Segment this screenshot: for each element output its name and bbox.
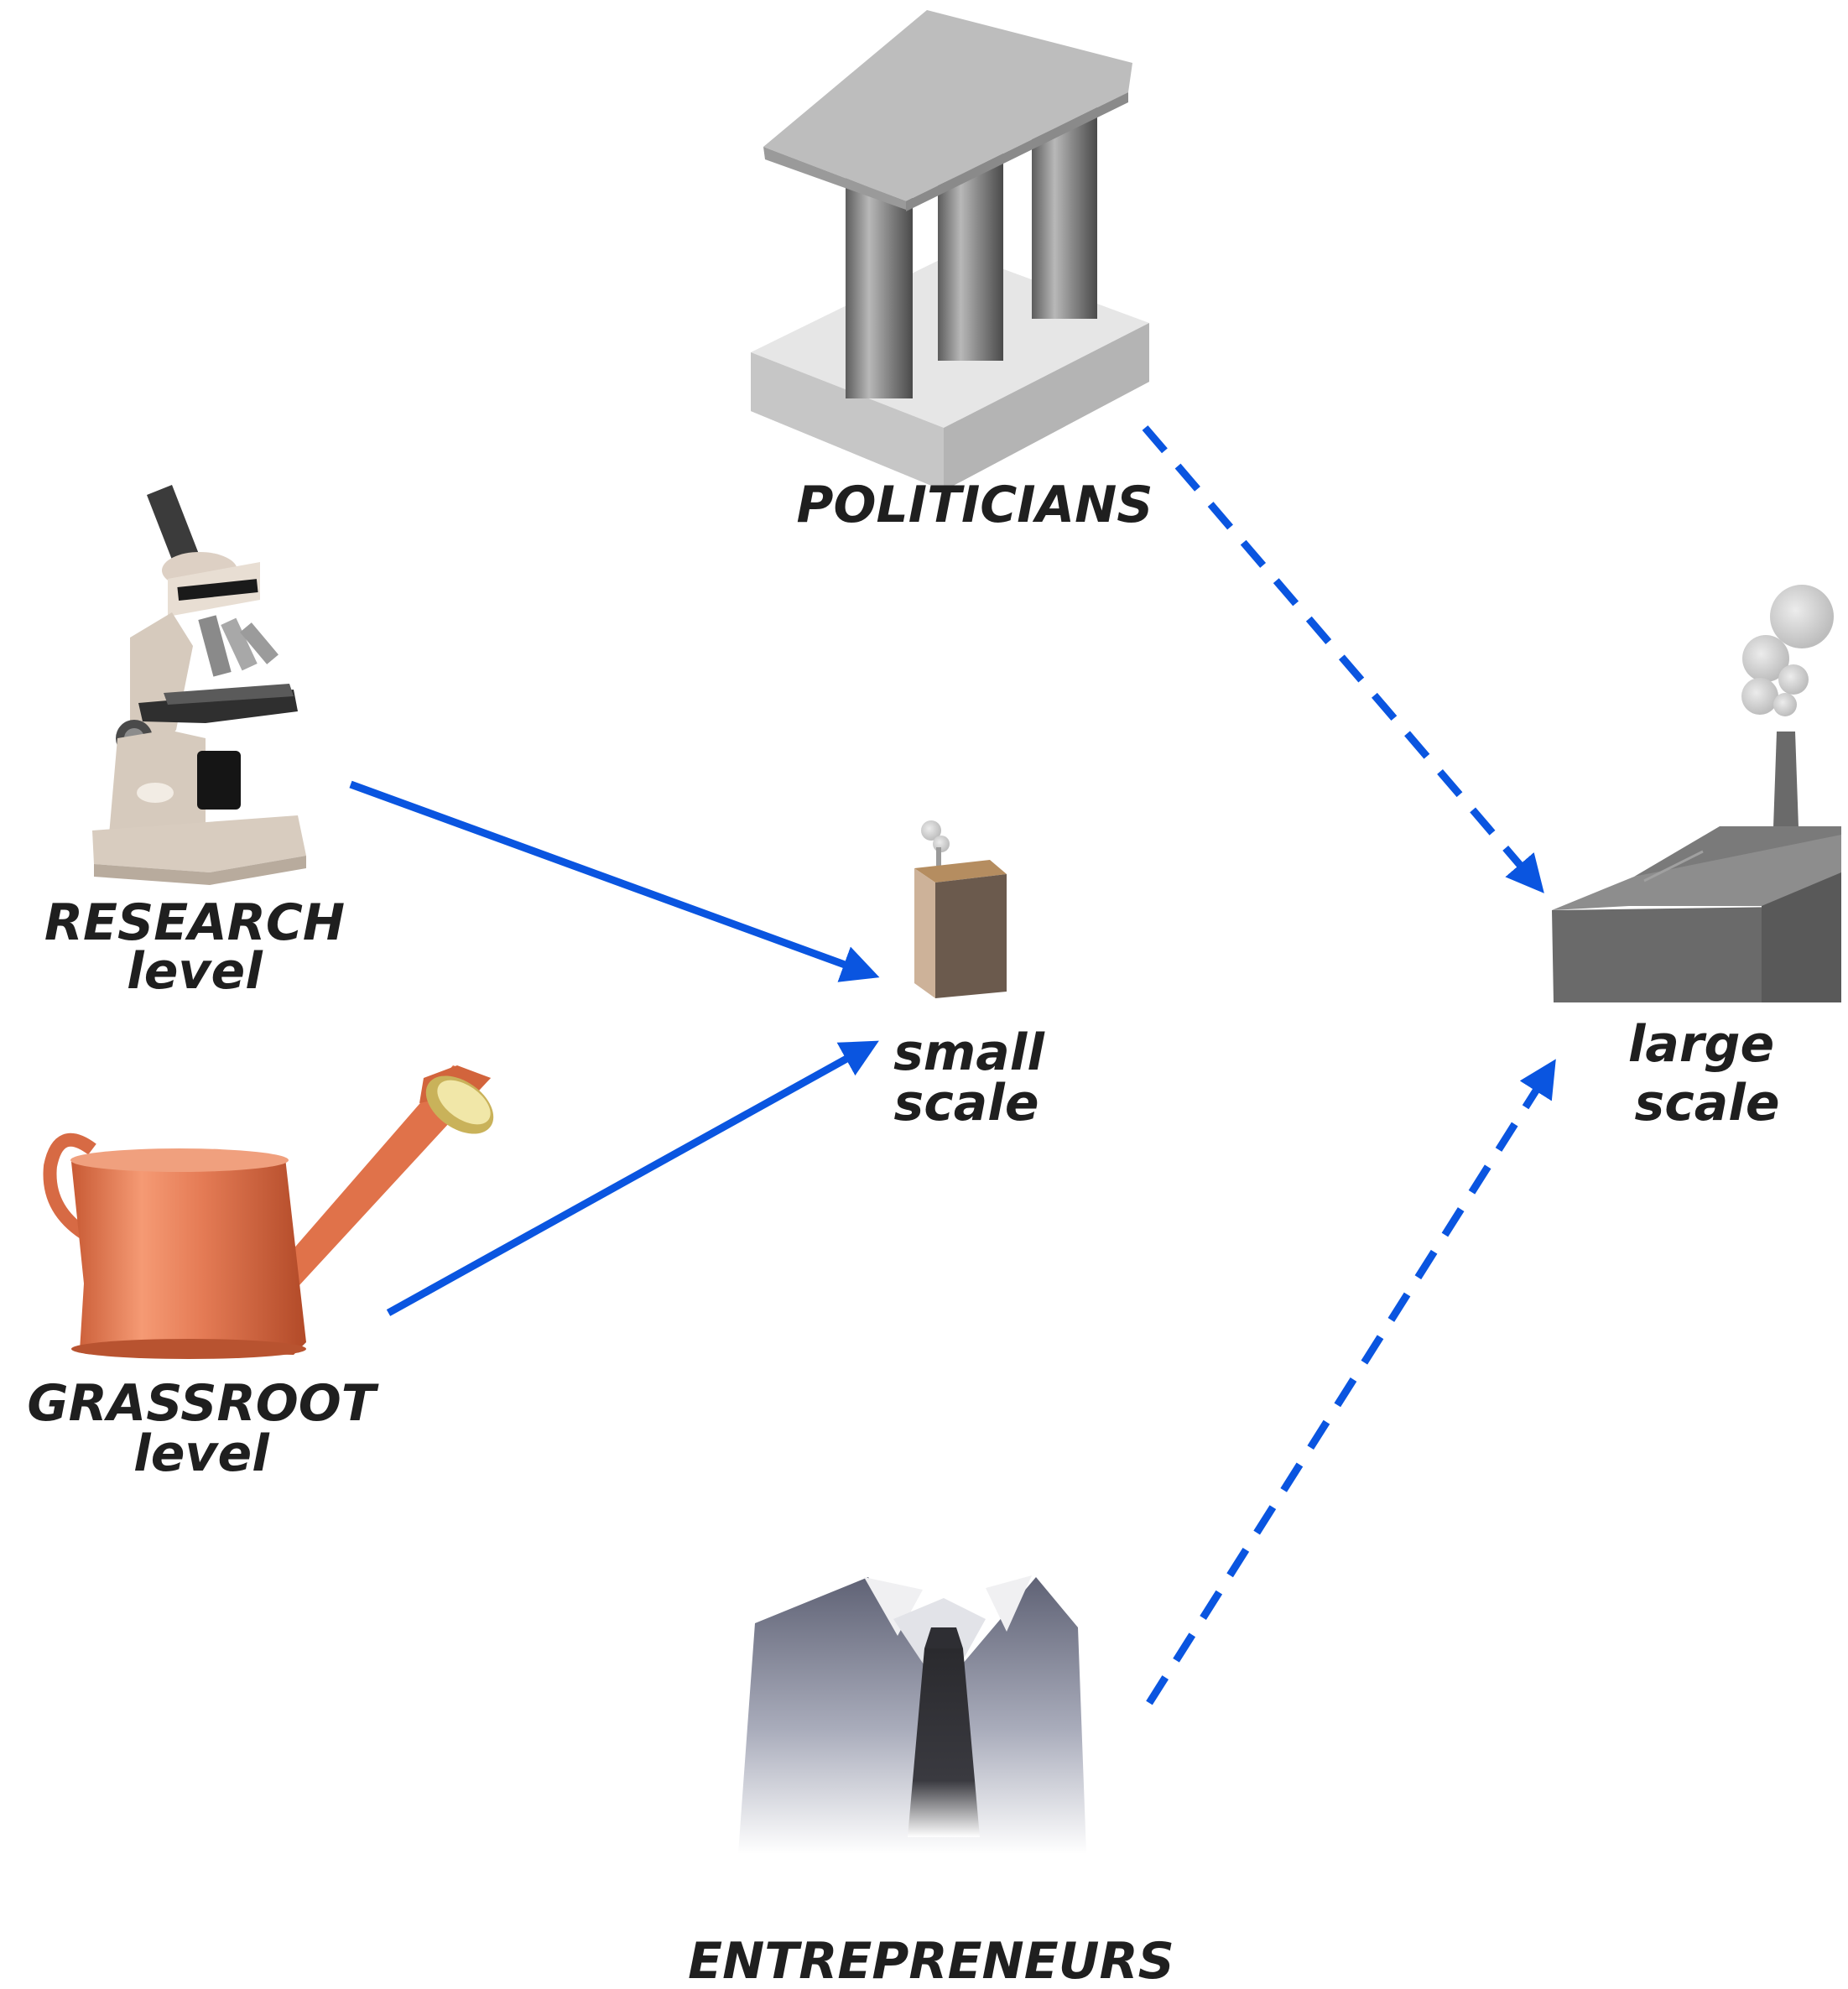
suit-and-tie-icon [738, 1575, 1086, 1854]
grassroot-label-line2: level [133, 1424, 270, 1483]
edge-politicians-to-large-scale [1142, 425, 1544, 893]
large-scale-label-line2: scale [1634, 1074, 1779, 1132]
research-label-line2: level [127, 942, 263, 1001]
factory-icon [1552, 585, 1841, 1002]
edge-grassroot-to-small-scale [386, 1040, 879, 1316]
small-scale-label-line2: scale [893, 1074, 1039, 1132]
research-label-line1: RESEARCH [44, 893, 345, 952]
large-scale-label-line1: large [1628, 1015, 1774, 1074]
entrepreneurs-label: ENTREPRENEURS [688, 1932, 1174, 1989]
parliament-columns-icon [751, 10, 1149, 491]
politicians-label: POLITICIANS [796, 476, 1153, 534]
microscope-icon [92, 485, 306, 885]
edge-entrepreneurs-to-large-scale [1146, 1059, 1556, 1705]
grassroot-label-line1: GRASSROOT [27, 1374, 378, 1433]
edges [349, 425, 1556, 1705]
small-scale-label-line1: small [893, 1023, 1045, 1082]
small-chimney-box-icon [914, 820, 1007, 998]
edge-research-to-small-scale [349, 780, 880, 982]
watering-can-icon [43, 1065, 494, 1359]
